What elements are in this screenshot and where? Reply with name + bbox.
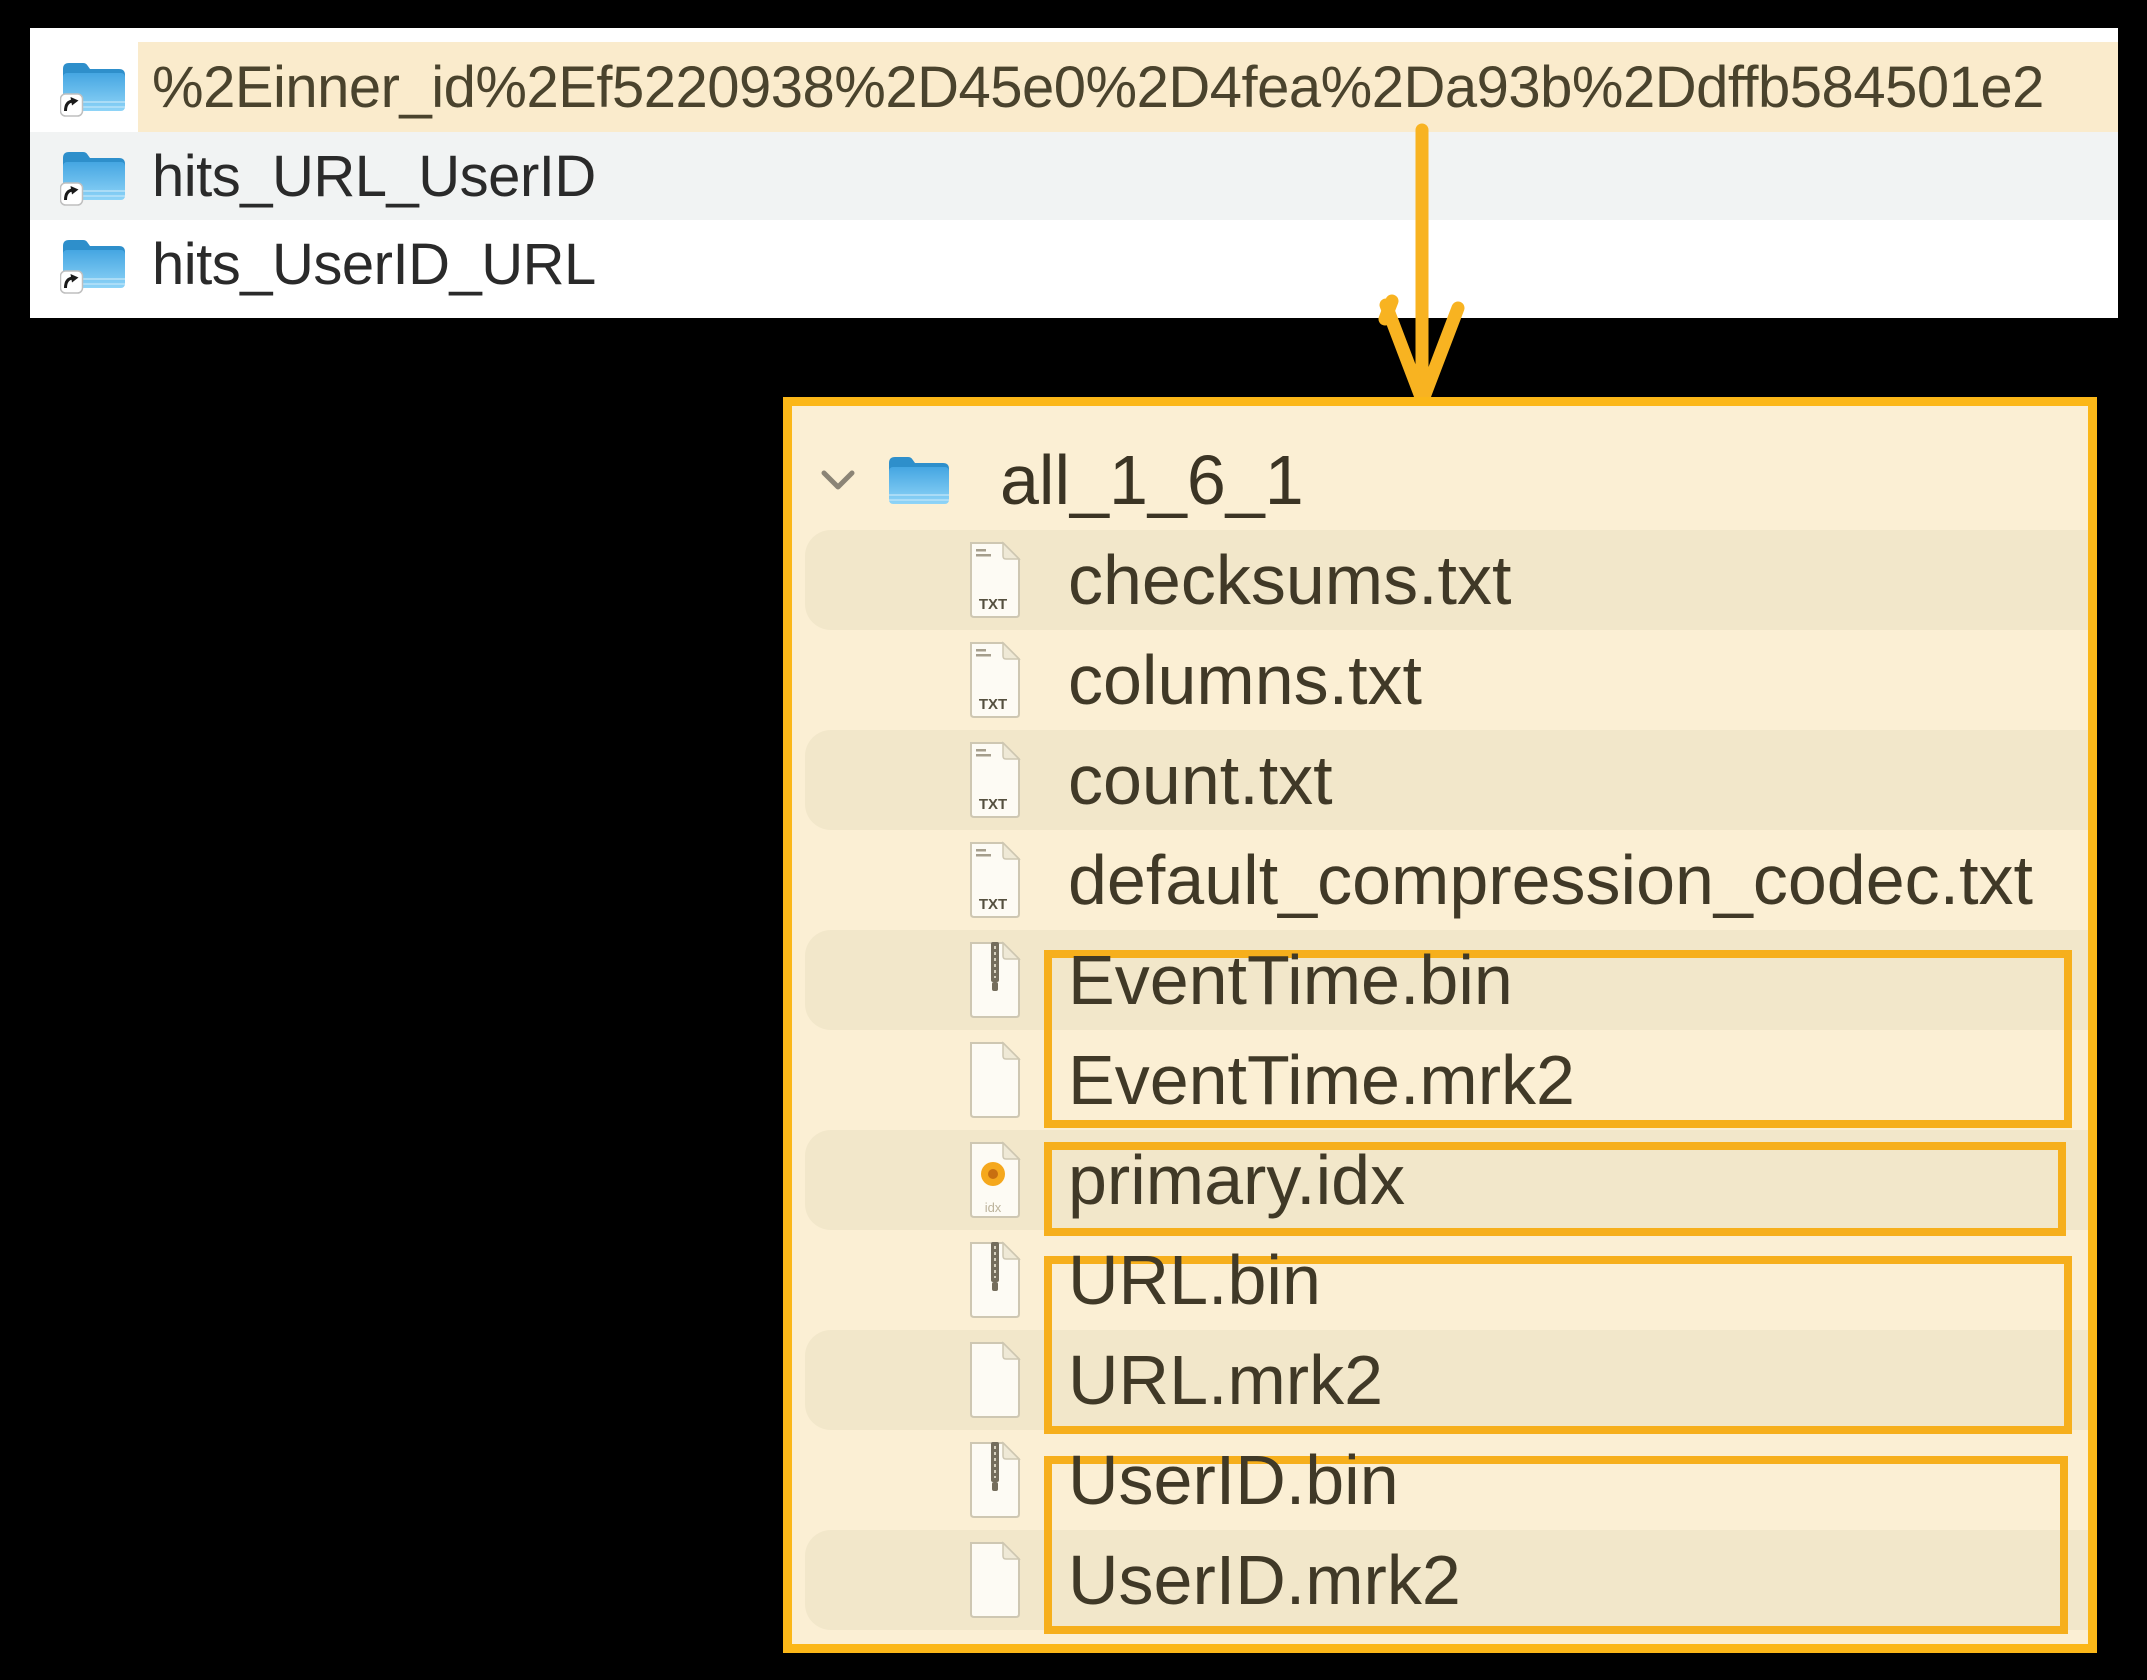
tree-row-checksums-txt[interactable]: TXT checksums.txt <box>792 530 2088 630</box>
folder-label: all_1_6_1 <box>1000 441 1304 519</box>
finder-folder-list: %2Einner_id%2Ef5220938%2D45e0%2D4fea%2Da… <box>30 28 2118 318</box>
tree-row-eventtime-bin[interactable]: EventTime.bin <box>792 930 2088 1030</box>
svg-text:TXT: TXT <box>979 696 1007 713</box>
file-label: columns.txt <box>1068 641 1422 719</box>
tree-row-userid-mrk2[interactable]: UserID.mrk2 <box>792 1530 2088 1630</box>
file-label: URL.mrk2 <box>1068 1341 1384 1419</box>
bin-file-icon <box>963 1440 1027 1520</box>
file-label: default_compression_codec.txt <box>1068 841 2033 919</box>
alias-folder-icon <box>60 57 128 117</box>
tree-row-count-txt[interactable]: TXT count.txt <box>792 730 2088 830</box>
file-label: EventTime.mrk2 <box>1068 1041 1575 1119</box>
finder-row-inner-id[interactable]: %2Einner_id%2Ef5220938%2D45e0%2D4fea%2Da… <box>30 42 2118 132</box>
alias-folder-icon <box>60 146 128 206</box>
folder-name: hits_UserID_URL <box>152 231 596 297</box>
file-label: URL.bin <box>1068 1241 1321 1319</box>
folder-name: %2Einner_id%2Ef5220938%2D45e0%2D4fea%2Da… <box>152 54 2044 120</box>
tree-row-columns-txt[interactable]: TXT columns.txt <box>792 630 2088 730</box>
arrow-down-icon <box>1378 123 1465 404</box>
row-highlight-band: %2Einner_id%2Ef5220938%2D45e0%2D4fea%2Da… <box>138 42 2118 132</box>
part-directory-panel: all_1_6_1 TXT checksums.txt <box>783 397 2097 1653</box>
txt-file-icon: TXT <box>963 740 1027 820</box>
folder-name: hits_URL_UserID <box>152 143 596 209</box>
svg-text:TXT: TXT <box>979 596 1007 613</box>
folder-icon <box>886 451 952 509</box>
row-band: hits_URL_UserID <box>138 132 2118 220</box>
alias-arrow-badge <box>60 270 84 294</box>
bin-file-icon <box>963 940 1027 1020</box>
idx-file-icon: idx <box>963 1140 1027 1220</box>
file-label: checksums.txt <box>1068 541 1512 619</box>
bin-file-icon <box>963 1240 1027 1320</box>
mrk2-file-icon <box>963 1340 1027 1420</box>
highlight-box-primary-idx <box>1044 1142 2066 1236</box>
tree-row-default-compression-codec-txt[interactable]: TXT default_compression_codec.txt <box>792 830 2088 930</box>
tree-row-userid-bin[interactable]: UserID.bin <box>792 1430 2088 1530</box>
tree-row-all-1-6-1[interactable]: all_1_6_1 <box>792 430 2088 530</box>
file-label: primary.idx <box>1068 1141 1406 1219</box>
svg-text:TXT: TXT <box>979 796 1007 813</box>
finder-row-hits-url-userid[interactable]: hits_URL_UserID <box>30 132 2118 220</box>
row-band: hits_UserID_URL <box>138 220 2118 308</box>
file-label: UserID.mrk2 <box>1068 1541 1461 1619</box>
chevron-down-icon[interactable] <box>820 467 856 493</box>
tree-row-url-bin[interactable]: URL.bin <box>792 1230 2088 1330</box>
alias-folder-icon <box>60 234 128 294</box>
tree-row-url-mrk2[interactable]: URL.mrk2 <box>792 1330 2088 1430</box>
finder-row-hits-userid-url[interactable]: hits_UserID_URL <box>30 220 2118 308</box>
part-tree: all_1_6_1 TXT checksums.txt <box>792 406 2088 1644</box>
svg-text:idx: idx <box>985 1200 1002 1215</box>
highlight-box-eventtime <box>1044 950 2072 1128</box>
highlight-box-url <box>1044 1256 2072 1434</box>
tree-row-eventtime-mrk2[interactable]: EventTime.mrk2 <box>792 1030 2088 1130</box>
file-label: count.txt <box>1068 741 1333 819</box>
alias-arrow-badge <box>60 93 84 117</box>
alias-arrow-badge <box>60 182 84 206</box>
txt-file-icon: TXT <box>963 840 1027 920</box>
txt-file-icon: TXT <box>963 540 1027 620</box>
svg-text:TXT: TXT <box>979 896 1007 913</box>
txt-file-icon: TXT <box>963 640 1027 720</box>
highlight-box-userid <box>1044 1456 2068 1634</box>
mrk2-file-icon <box>963 1040 1027 1120</box>
file-label: EventTime.bin <box>1068 941 1513 1019</box>
mrk2-file-icon <box>963 1540 1027 1620</box>
file-label: UserID.bin <box>1068 1441 1399 1519</box>
